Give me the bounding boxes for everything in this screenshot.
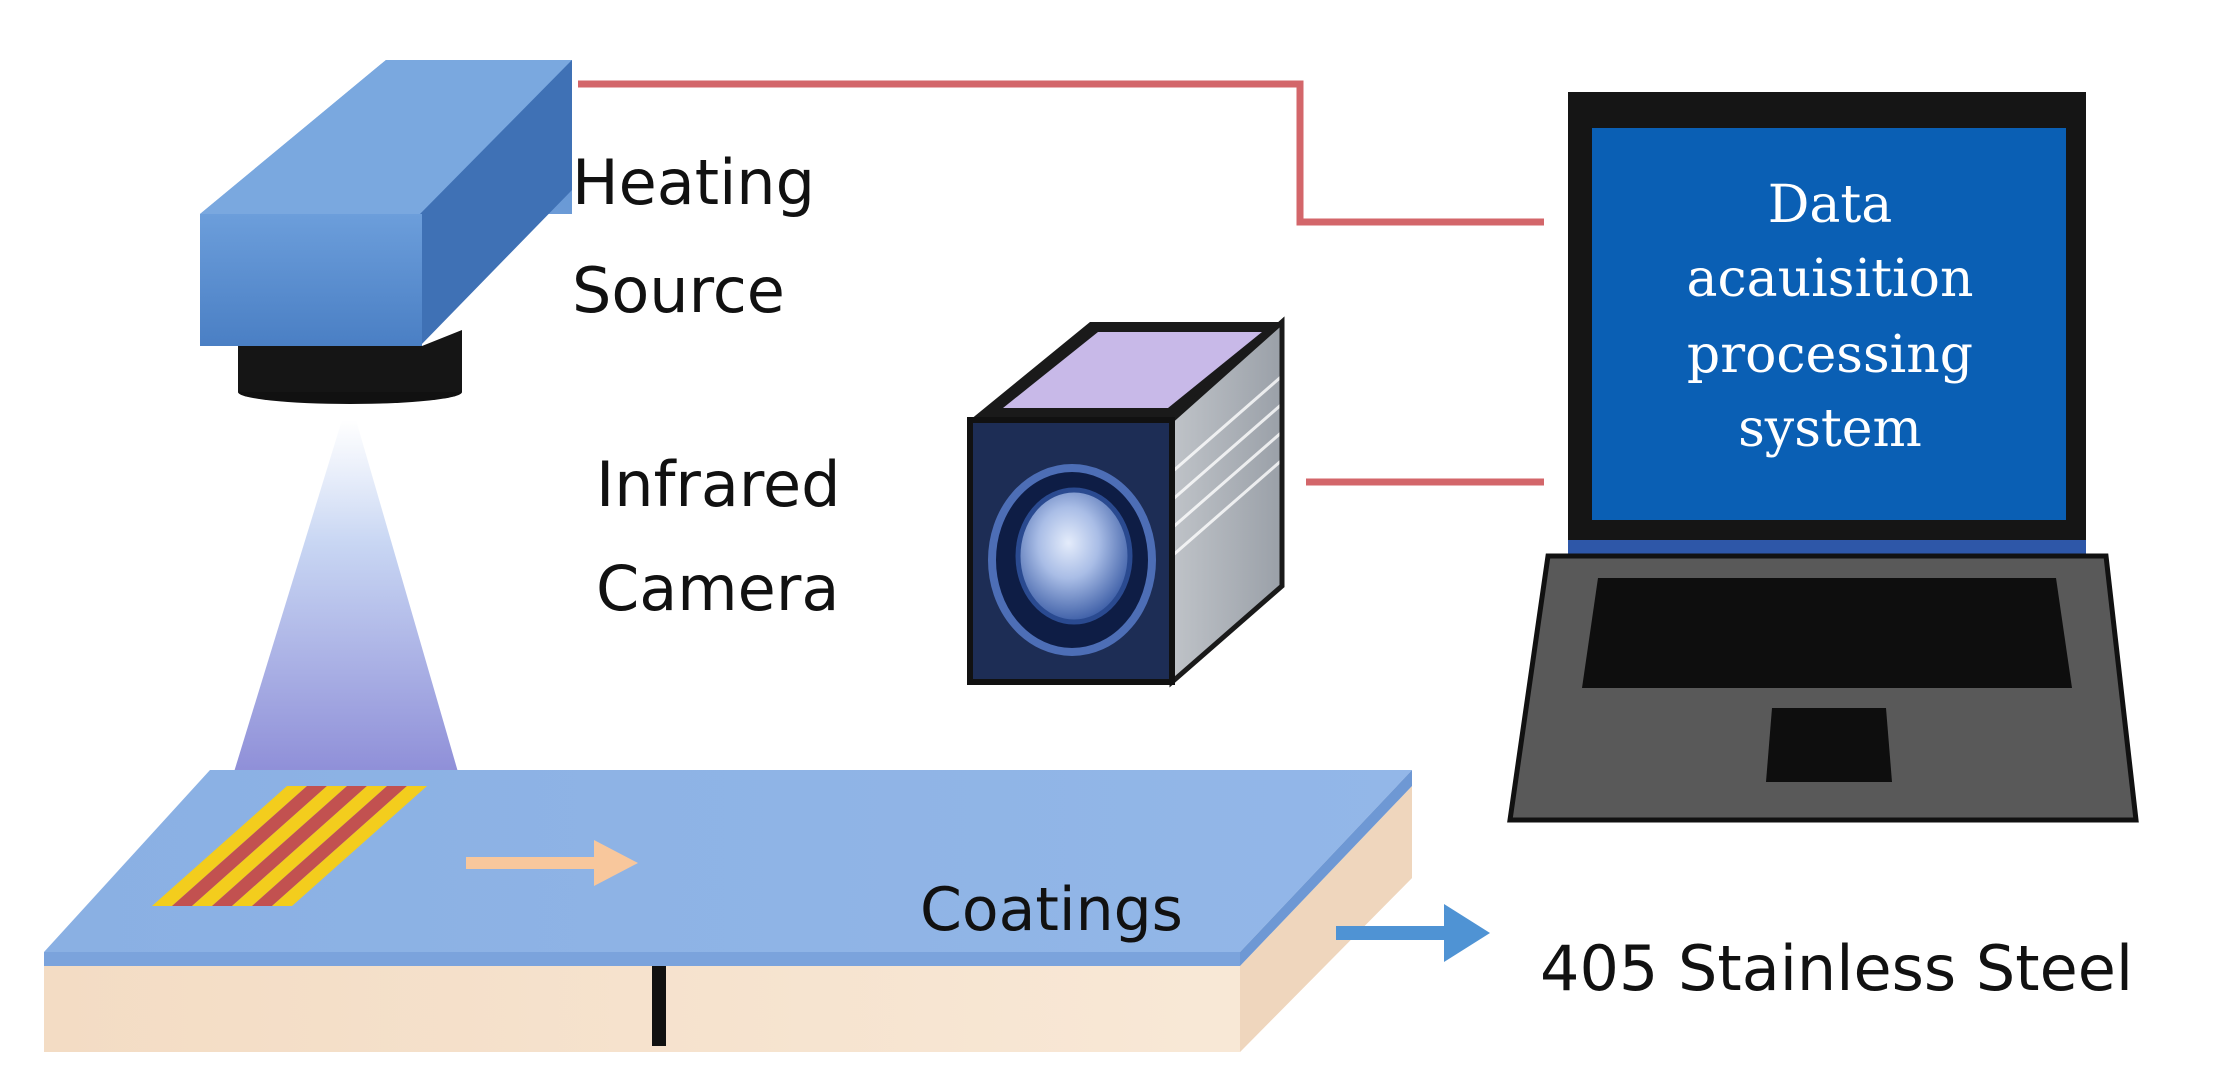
heater-to-laptop-wire: [578, 80, 1544, 226]
heating-source-label-line-1: Heating: [572, 146, 815, 219]
screen-text-line-2: acauisition: [1687, 249, 1974, 309]
substrate-label: 405 Stainless Steel: [1540, 932, 2133, 1005]
heating-source-icon: [200, 60, 572, 404]
heating-beam: [234, 420, 458, 772]
substrate-pointer-arrow: [1336, 904, 1490, 962]
scan-direction-arrow: [466, 840, 638, 886]
heated-stripes: [152, 786, 427, 906]
infrared-camera-label-line-1: Infrared: [596, 448, 841, 521]
laptop-icon: [1507, 92, 2139, 823]
coated-steel-plate: [44, 770, 1412, 1052]
screen-text-line-3: processing: [1687, 325, 1973, 385]
screen-text-line-4: system: [1738, 399, 1922, 459]
coatings-label: Coatings: [920, 875, 1183, 945]
screen-text-line-1: Data: [1768, 175, 1893, 235]
infrared-camera-icon: [967, 316, 1285, 688]
heating-source-label-line-2: Source: [572, 254, 785, 327]
infrared-camera-label-line-2: Camera: [596, 552, 839, 625]
